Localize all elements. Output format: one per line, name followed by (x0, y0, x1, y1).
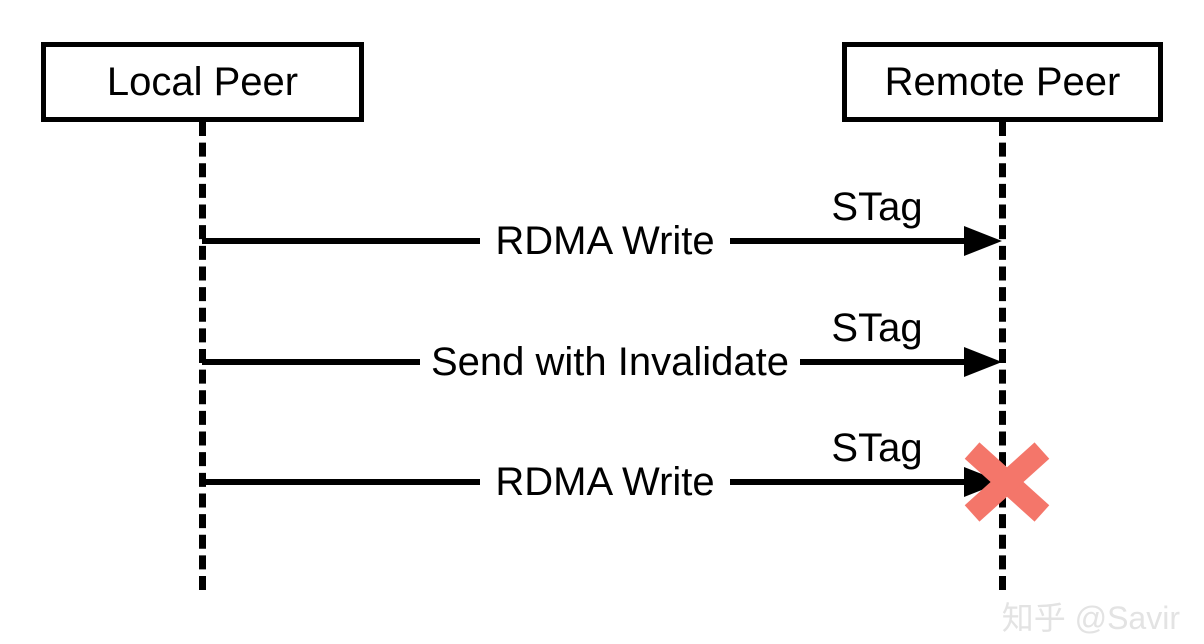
participant-box-local: Local Peer (41, 42, 364, 122)
watermark: 知乎 @Savir (1001, 600, 1180, 636)
message-line-3a (202, 479, 480, 485)
message-annotation-1: STag (831, 185, 923, 229)
message-line-2b (800, 359, 964, 365)
message-label-3: RDMA Write (493, 460, 717, 504)
message-annotation-3: STag (831, 426, 923, 470)
participant-box-remote: Remote Peer (842, 42, 1163, 122)
message-annotation-2: STag (831, 306, 923, 350)
lifeline-remote (999, 122, 1006, 590)
message-line-1b (730, 238, 964, 244)
message-line-2a (202, 359, 420, 365)
message-line-3b (730, 479, 964, 485)
participant-label-local: Local Peer (106, 60, 299, 104)
participant-label-remote: Remote Peer (884, 60, 1121, 104)
message-label-2: Send with Invalidate (428, 340, 792, 384)
message-line-1a (202, 238, 480, 244)
lifeline-local (199, 122, 206, 590)
arrowhead-icon-1 (964, 226, 1002, 256)
arrowhead-icon-2 (964, 347, 1002, 377)
failure-x-icon (964, 442, 1050, 522)
message-label-1: RDMA Write (493, 219, 717, 263)
